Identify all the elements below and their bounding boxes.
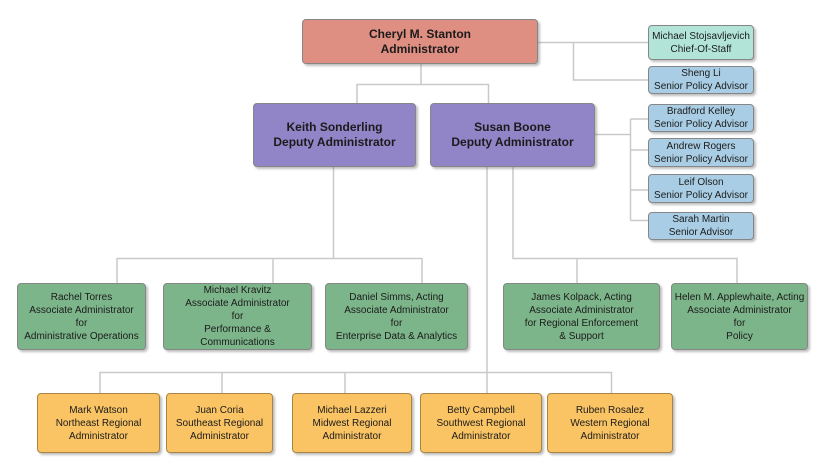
node-regional-betty-campbell: Betty Campbell Southwest Regional Admini… bbox=[420, 393, 542, 453]
node-label: Juan Coria Southeast Regional Administra… bbox=[175, 404, 264, 442]
node-chief-of-staff: Michael Stojsavljevich Chief-Of-Staff bbox=[648, 25, 754, 60]
node-deputy-keith-sonderling: Keith Sonderling Deputy Administrator bbox=[253, 103, 416, 167]
node-label: Mark Watson Northeast Regional Administr… bbox=[55, 404, 142, 442]
node-advisor-bradford-kelley: Bradford Kelley Senior Policy Advisor bbox=[648, 104, 754, 132]
node-label: Sheng Li Senior Policy Advisor bbox=[654, 68, 748, 92]
node-administrator: Cheryl M. Stanton Administrator bbox=[302, 19, 538, 64]
node-label: Rachel Torres Associate Administrator fo… bbox=[24, 291, 139, 342]
node-label: Daniel Simms, Acting Associate Administr… bbox=[335, 291, 458, 342]
node-label: Helen M. Applewhaite, Acting Associate A… bbox=[674, 291, 805, 342]
node-label: Sarah Martin Senior Advisor bbox=[668, 214, 734, 238]
node-advisor-leif-olson: Leif Olson Senior Policy Advisor bbox=[648, 174, 754, 203]
node-label: Michael Kravitz Associate Administrator … bbox=[185, 285, 290, 348]
node-regional-ruben-rosalez: Ruben Rosalez Western Regional Administr… bbox=[547, 393, 673, 453]
node-label: Michael Stojsavljevich Chief-Of-Staff bbox=[652, 30, 750, 55]
node-regional-juan-coria: Juan Coria Southeast Regional Administra… bbox=[166, 393, 273, 453]
node-associate-michael-kravitz: Michael Kravitz Associate Administrator … bbox=[163, 283, 312, 350]
node-label: Ruben Rosalez Western Regional Administr… bbox=[570, 404, 650, 442]
node-associate-rachel-torres: Rachel Torres Associate Administrator fo… bbox=[17, 283, 146, 350]
node-label: Susan Boone Deputy Administrator bbox=[451, 120, 574, 149]
node-label: Betty Campbell Southwest Regional Admini… bbox=[436, 404, 526, 442]
node-label: Bradford Kelley Senior Policy Advisor bbox=[654, 106, 748, 130]
line-admin-to-deputies bbox=[356, 64, 490, 103]
line-keith-to-associates bbox=[116, 167, 423, 283]
node-label: Leif Olson Senior Policy Advisor bbox=[654, 176, 748, 201]
node-associate-daniel-simms: Daniel Simms, Acting Associate Administr… bbox=[325, 283, 468, 350]
line-admin-to-shengli bbox=[572, 42, 648, 81]
node-advisor-andrew-rogers: Andrew Rogers Senior Policy Advisor bbox=[648, 138, 754, 167]
node-associate-helen-applewhaite: Helen M. Applewhaite, Acting Associate A… bbox=[671, 283, 808, 350]
line-susan-to-regionals bbox=[99, 167, 613, 393]
node-label: Cheryl M. Stanton Administrator bbox=[368, 26, 471, 56]
line-susan-to-associates bbox=[512, 167, 738, 283]
node-label: James Kolpack, Acting Associate Administ… bbox=[524, 291, 639, 342]
node-label: Andrew Rogers Senior Policy Advisor bbox=[654, 140, 748, 165]
node-associate-james-kolpack: James Kolpack, Acting Associate Administ… bbox=[503, 283, 660, 350]
line-susan-to-advisors bbox=[595, 118, 648, 222]
node-deputy-susan-boone: Susan Boone Deputy Administrator bbox=[430, 103, 595, 167]
node-label: Michael Lazzeri Midwest Regional Adminis… bbox=[312, 404, 392, 442]
node-label: Keith Sonderling Deputy Administrator bbox=[273, 120, 396, 149]
node-regional-mark-watson: Mark Watson Northeast Regional Administr… bbox=[37, 393, 160, 453]
node-advisor-sarah-martin: Sarah Martin Senior Advisor bbox=[648, 212, 754, 240]
node-regional-michael-lazzeri: Michael Lazzeri Midwest Regional Adminis… bbox=[292, 393, 412, 453]
node-advisor-sheng-li: Sheng Li Senior Policy Advisor bbox=[648, 66, 754, 94]
